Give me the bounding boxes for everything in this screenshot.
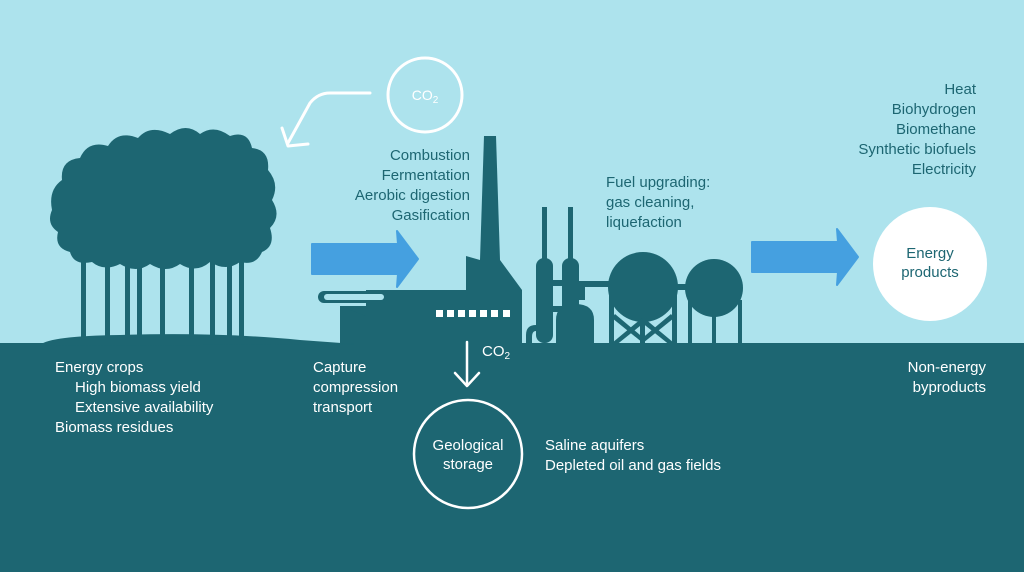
high-biomass-yield: High biomass yield (75, 379, 201, 396)
power-plant-icon (318, 136, 522, 343)
product-electricity: Electricity (911, 161, 976, 178)
co2-atmosphere-label: CO2 (388, 86, 462, 106)
storage-line: storage (442, 456, 494, 473)
storage-type-saline-aquifers: Saline aquifers (545, 437, 645, 454)
conversion-processes-list: Combustion Fermentation Aerobic digestio… (320, 146, 470, 226)
product-biohydrogen: Biohydrogen (891, 101, 976, 118)
co2-atmosphere-circle (386, 56, 464, 134)
ccs-step-compression: compression (313, 379, 399, 396)
ccs-step-transport: transport (313, 399, 373, 416)
storage-types-list: Saline aquifers Depleted oil and gas fie… (545, 436, 721, 476)
tree-grove-icon (50, 128, 277, 337)
storage-type-depleted-fields: Depleted oil and gas fields (545, 457, 721, 474)
byproducts-line: Non-energy (907, 359, 986, 376)
geological-storage-label: Geological storage (418, 436, 518, 474)
process-gasification: Gasification (391, 207, 470, 224)
co2-text: CO (411, 87, 433, 103)
ccs-step-capture: Capture (313, 359, 367, 376)
upgrading-line: gas cleaning, (606, 194, 695, 211)
energy-products-line: Energy (906, 245, 954, 262)
co2-text: CO (482, 343, 505, 360)
product-biomethane: Biomethane (895, 121, 976, 138)
co2-uptake-arrow-icon (280, 91, 372, 148)
biomass-to-conversion-arrow-icon (311, 230, 419, 288)
biomass-sources-list: Energy crops High biomass yield Extensiv… (55, 358, 213, 438)
energy-products-line: products (901, 264, 959, 281)
biomass-residues: Biomass residues (55, 419, 174, 436)
underground-area (0, 343, 1024, 572)
ccs-steps-list: Capture compression transport (313, 358, 398, 418)
co2-subscript: 2 (432, 95, 439, 106)
non-energy-byproducts-label: Non-energy byproducts (880, 358, 986, 398)
byproducts-line: byproducts (912, 379, 986, 396)
geological-storage-circle (412, 398, 524, 510)
co2-subscript: 2 (504, 351, 511, 362)
fuel-upgrading-label: Fuel upgrading: gas cleaning, liquefacti… (606, 173, 710, 233)
conversion-to-products-arrow-icon (751, 228, 859, 286)
plant-windows (436, 310, 510, 317)
energy-crops-heading: Energy crops (55, 359, 144, 376)
process-fermentation: Fermentation (381, 167, 470, 184)
refinery-columns-icon (526, 207, 620, 343)
storage-line: Geological (432, 437, 504, 454)
co2-capture-label: CO2 (482, 342, 510, 362)
process-aerobic-digestion: Aerobic digestion (354, 187, 470, 204)
energy-products-label: Energy products (880, 244, 980, 282)
product-synthetic-biofuels: Synthetic biofuels (858, 141, 976, 158)
co2-down-arrow-icon (453, 340, 481, 388)
energy-products-circle (873, 207, 987, 321)
process-combustion: Combustion (389, 147, 470, 164)
product-heat: Heat (944, 81, 976, 98)
energy-products-list: Heat Biohydrogen Biomethane Synthetic bi… (800, 80, 976, 180)
hill (40, 334, 355, 346)
upgrading-line: Fuel upgrading: (606, 174, 711, 191)
upgrading-line: liquefaction (606, 214, 682, 231)
storage-tanks-icon (608, 252, 743, 346)
extensive-availability: Extensive availability (75, 399, 214, 416)
